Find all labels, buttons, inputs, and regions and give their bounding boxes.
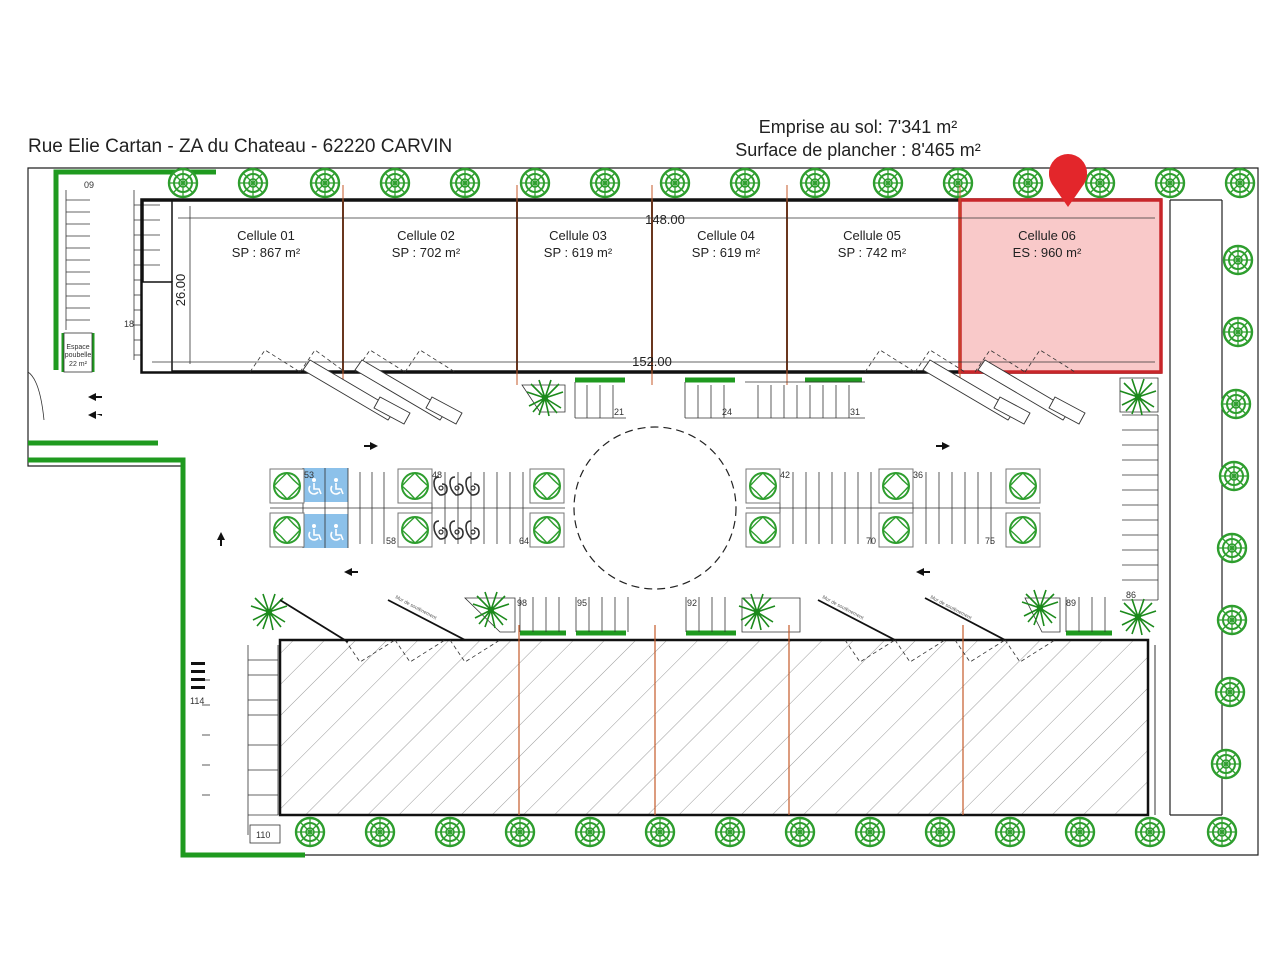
- parking-number-95: 95: [577, 598, 587, 608]
- traffic-arrow-icon: [88, 393, 102, 401]
- parking-number-70: 70: [866, 536, 876, 546]
- cell-04-area: SP : 619 m²: [692, 245, 761, 260]
- traffic-arrow-icon: [916, 568, 930, 576]
- parking-number-53: 53: [304, 470, 314, 480]
- roundabout: [573, 426, 737, 590]
- parking-number-98: 98: [517, 598, 527, 608]
- ev-charging-icon: [465, 476, 480, 496]
- bike-racks: [191, 662, 205, 689]
- cell-02[interactable]: Cellule 02 SP : 702 m²: [392, 228, 461, 260]
- palm-icon: [738, 593, 776, 631]
- ev-charging-icon: [449, 476, 464, 496]
- central-parking-west: [270, 468, 565, 548]
- cell-03[interactable]: Cellule 03 SP : 619 m²: [544, 228, 613, 260]
- dimension-top-width: 148.00: [645, 212, 685, 227]
- parking-number-31: 31: [850, 407, 860, 417]
- floor-area: Surface de plancher : 8'465 m²: [735, 140, 981, 160]
- cell-05-name: Cellule 05: [843, 228, 901, 243]
- footprint-area: Emprise au sol: 7'341 m²: [759, 117, 958, 137]
- ev-charging-icon: [465, 520, 480, 540]
- parking-number-58: 58: [386, 536, 396, 546]
- south-building: [278, 625, 1156, 817]
- parking-number-114: 114: [190, 696, 204, 706]
- dimension-depth: 26.00: [173, 274, 188, 307]
- parking-number-36: 36: [913, 470, 923, 480]
- cell-06[interactable]: Cellule 06 ES : 960 m²: [1013, 228, 1082, 260]
- parking-number-24: 24: [722, 407, 732, 417]
- parking-number-110: 110: [256, 830, 270, 840]
- palm-icon: [1021, 589, 1059, 627]
- cell-04-name: Cellule 04: [697, 228, 755, 243]
- cell-05-area: SP : 742 m²: [838, 245, 907, 260]
- east-parking: [1122, 414, 1159, 601]
- palm-icon: [1119, 378, 1157, 416]
- palm-icon: [1119, 598, 1157, 636]
- cell-06-name: Cellule 06: [1018, 228, 1076, 243]
- parking-number-48: 48: [432, 470, 442, 480]
- parking-number-09: 09: [84, 180, 94, 190]
- traffic-arrow-icon: [936, 442, 950, 450]
- traffic-arrows: [88, 393, 950, 576]
- palm-icon: [472, 591, 510, 629]
- traffic-arrow-icon: [217, 532, 225, 546]
- parking-number-86: 86: [1126, 590, 1136, 600]
- parking-number-18: 18: [124, 319, 134, 329]
- retaining-wall-label: Mur de soutènement: [394, 594, 438, 621]
- parking-number-42: 42: [780, 470, 790, 480]
- retaining-wall-label: Mur de soutènement: [929, 594, 973, 621]
- parking-number-92: 92: [687, 598, 697, 608]
- trucks-north: [302, 359, 1086, 425]
- retaining-walls: [279, 597, 1006, 643]
- traffic-arrow-icon: [88, 411, 102, 419]
- waste-area-label-1: Espace: [66, 344, 89, 351]
- cell-02-area: SP : 702 m²: [392, 245, 461, 260]
- cell-06-highlight[interactable]: [958, 198, 1163, 374]
- traffic-arrow-icon: [344, 568, 358, 576]
- hedges: [28, 169, 1112, 858]
- cell-05[interactable]: Cellule 05 SP : 742 m²: [838, 228, 907, 260]
- ev-charging-icon: [449, 520, 464, 540]
- cell-01-area: SP : 867 m²: [232, 245, 301, 260]
- north-side-parking: [521, 377, 1159, 419]
- trees-north: [167, 167, 1256, 199]
- palm-icon: [250, 593, 288, 631]
- cell-01[interactable]: Cellule 01 SP : 867 m²: [232, 228, 301, 260]
- trees-south: [294, 816, 1238, 848]
- waste-area-size: 22 m²: [69, 361, 88, 368]
- parking-number-75: 75: [985, 536, 995, 546]
- cell-03-name: Cellule 03: [549, 228, 607, 243]
- cell-01-name: Cellule 01: [237, 228, 295, 243]
- waste-area: Espace poubelle 22 m²: [63, 332, 93, 373]
- cell-03-area: SP : 619 m²: [544, 245, 613, 260]
- trees-east: [1210, 244, 1254, 780]
- cell-04[interactable]: Cellule 04 SP : 619 m²: [692, 228, 761, 260]
- parking-number-21: 21: [614, 407, 624, 417]
- loading-docks-south: [344, 639, 1056, 663]
- traffic-arrow-icon: [364, 442, 378, 450]
- site-address-title: Rue Elie Cartan - ZA du Chateau - 62220 …: [28, 136, 452, 157]
- dimension-bottom-width: 152.00: [632, 354, 672, 369]
- retaining-wall-label: Mur de soutènement: [821, 594, 865, 621]
- south-side-parking: [464, 597, 1106, 633]
- cell-06-area: ES : 960 m²: [1013, 245, 1082, 260]
- parking-number-89: 89: [1066, 598, 1076, 608]
- map-pin-icon[interactable]: [1049, 154, 1087, 207]
- parking-number-64: 64: [519, 536, 529, 546]
- cell-02-name: Cellule 02: [397, 228, 455, 243]
- waste-area-label-2: poubelle: [65, 352, 92, 359]
